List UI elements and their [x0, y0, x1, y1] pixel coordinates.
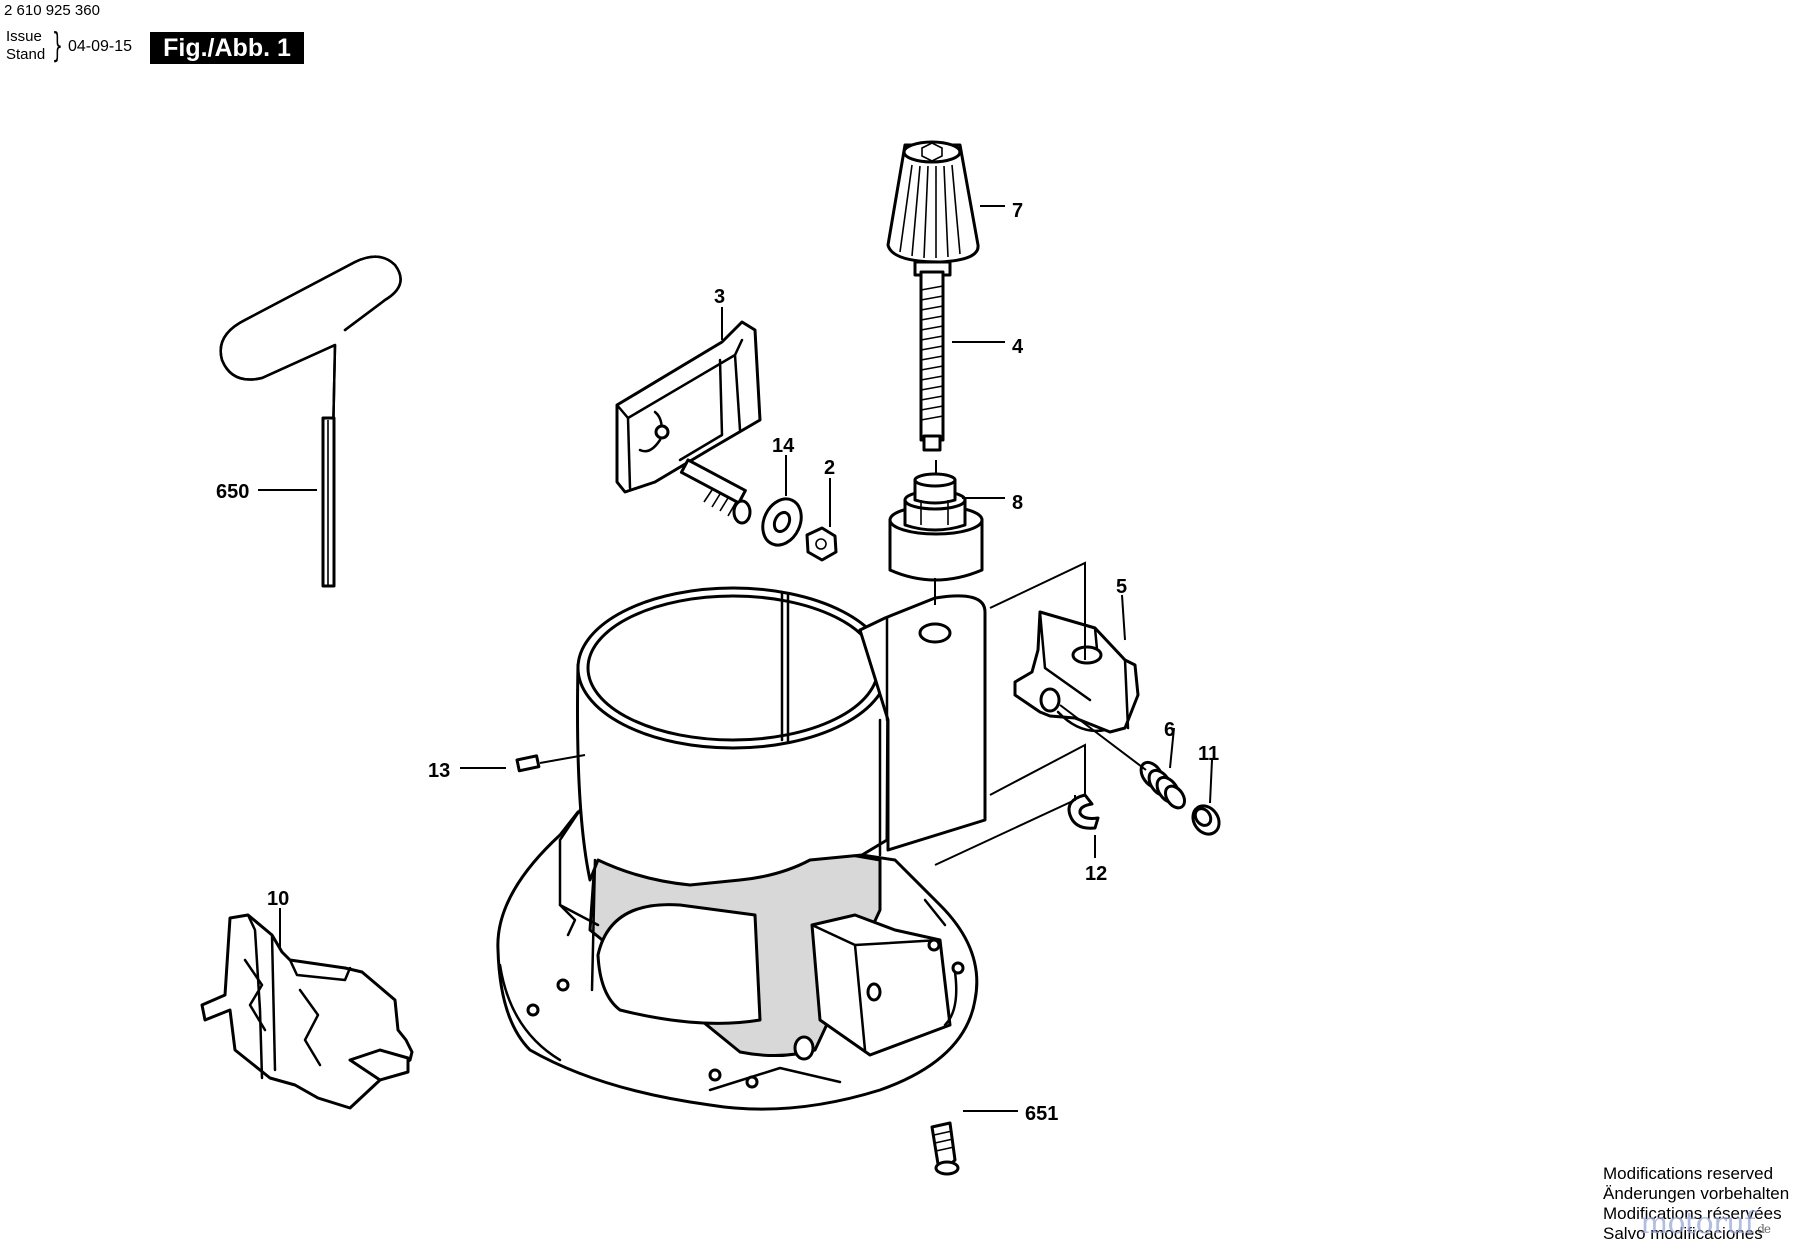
issue-date: 04-09-15 — [68, 38, 133, 55]
watermark-suffix: .de — [1754, 1222, 1771, 1236]
part-12-retaining-clip — [1067, 793, 1100, 830]
notice-line-es: Salvo modificaciones — [1603, 1224, 1763, 1243]
part-5-clamp-block — [1013, 610, 1140, 734]
callout-8: 8 — [1012, 492, 1023, 514]
issue-label: Issue — [6, 28, 42, 45]
callout-7: 7 — [1012, 200, 1023, 222]
issue-stand-labels: Issue Stand — [6, 28, 45, 64]
part-3-lever-clamp — [615, 320, 762, 525]
callout-5: 5 — [1116, 576, 1127, 598]
part-number: 2 610 925 360 — [4, 2, 100, 19]
callout-13: 13 — [428, 760, 450, 782]
stand-label: Stand — [6, 46, 46, 63]
watermark-text: motoruf — [1640, 1206, 1755, 1241]
callout-3: 3 — [714, 286, 725, 308]
callout-650: 650 — [216, 481, 249, 503]
leader-lines — [258, 205, 1213, 1112]
callout-12: 12 — [1085, 863, 1107, 885]
callout-10: 10 — [267, 888, 289, 910]
watermark-logo: motoruf.de — [1640, 1206, 1771, 1241]
notice-line-de: Änderungen vorbehalten — [1603, 1184, 1790, 1203]
callout-6: 6 — [1164, 719, 1175, 741]
brace-glyph: } — [52, 26, 63, 66]
part-14-washer — [761, 497, 803, 547]
callout-14: 14 — [772, 435, 795, 457]
part-2-nut — [805, 526, 838, 562]
part-13-pin — [515, 754, 541, 773]
part-650-hex-key — [219, 255, 402, 588]
modifications-notice: Modifications reserved Änderungen vorbeh… — [1603, 1164, 1789, 1244]
part-651-screw — [930, 1121, 960, 1176]
part-4-threaded-rod — [919, 270, 945, 452]
part-10-guard — [200, 913, 414, 1110]
part-11-cap — [1191, 804, 1221, 836]
part-6-spring — [1139, 760, 1187, 810]
callout-4: 4 — [1012, 336, 1024, 358]
figure-label: Fig./Abb. 1 — [150, 32, 304, 64]
notice-line-fr: Modifications réservées — [1603, 1204, 1782, 1223]
part-8-nut-housing — [888, 460, 984, 582]
notice-line-en: Modifications reserved — [1603, 1164, 1774, 1183]
part-7-knob — [886, 140, 980, 277]
callout-651: 651 — [1025, 1103, 1058, 1125]
callout-11: 11 — [1198, 743, 1219, 765]
callout-2: 2 — [824, 457, 835, 479]
router-table-base — [496, 586, 987, 1111]
